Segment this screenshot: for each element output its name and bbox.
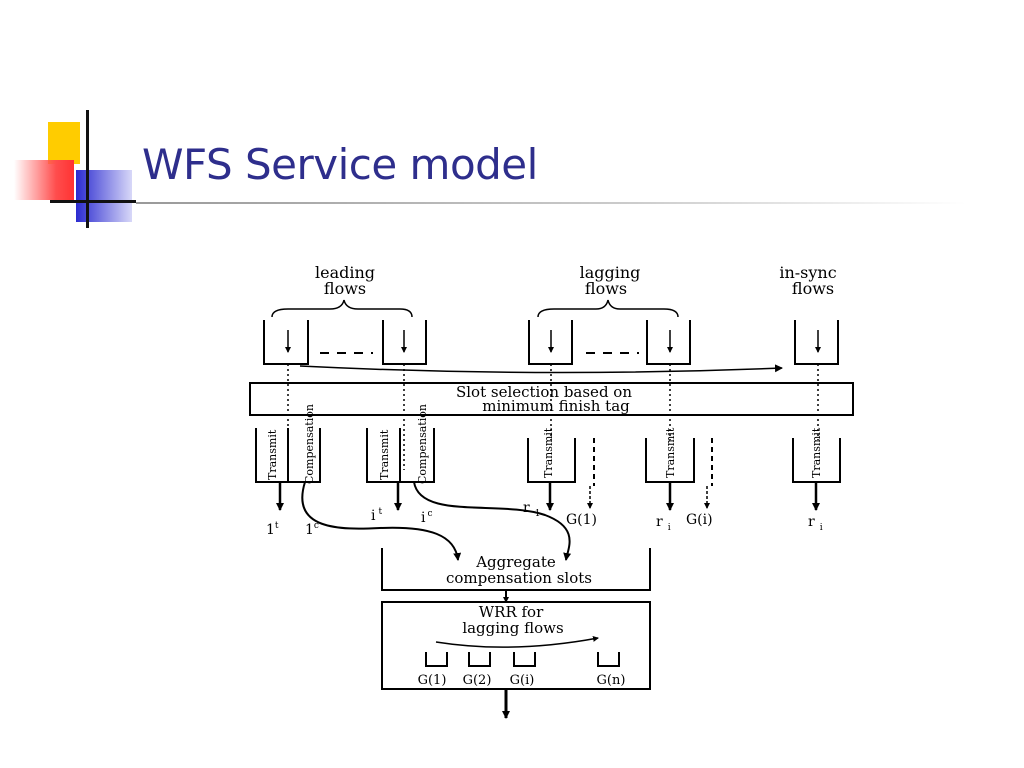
transmit-label-1: Transmit: [266, 429, 279, 480]
wrr-box: [381, 601, 651, 690]
title-underline: [136, 202, 966, 204]
wrr-queue-label-2: G(2): [463, 673, 492, 688]
label-leading-1: leading: [315, 263, 375, 282]
wrr-queue-label-4: G(n): [597, 673, 626, 688]
logo-horizontal-line: [50, 200, 136, 203]
slot-selection-text-2: minimum finish tag: [482, 397, 630, 415]
transmit-label-2: Transmit: [378, 429, 391, 480]
page-title: WFS Service model: [142, 140, 538, 189]
top-queue-arrows: [285, 330, 821, 353]
compensation-label-2: Compensation: [416, 404, 429, 484]
label-lagging-1: lagging: [580, 263, 641, 282]
logo-yellow-block: [48, 122, 80, 164]
aggregate-text-1: Aggregate: [475, 553, 556, 571]
transmit-label-5: Transmit: [810, 427, 823, 478]
out-label-g1: G(1): [566, 512, 597, 528]
logo-red-block: [14, 160, 74, 200]
leading-brace: [271, 299, 413, 318]
logo-vertical-line: [86, 110, 89, 228]
lower-queues-leading: [255, 428, 435, 483]
wrr-curve-arrow: [435, 635, 599, 648]
label-insync-2: flows: [792, 279, 834, 298]
aggregate-box: [381, 548, 651, 591]
label-insync-1: in-sync: [779, 263, 836, 282]
compensation-curves: [301, 481, 572, 561]
transmit-label-4: Transmit: [664, 427, 677, 478]
slot-selection-text-1: Slot selection based on: [456, 383, 632, 401]
out-label-1c: 1c: [305, 521, 319, 538]
out-label-gi: G(i): [686, 512, 713, 528]
wrr-text-1: WRR for: [479, 603, 544, 621]
lower-queues-lagging: [527, 438, 841, 483]
label-leading-2: flows: [324, 279, 366, 298]
compensation-label-1: Compensation: [303, 404, 316, 484]
wrr-queue-label-1: G(1): [418, 673, 447, 688]
wrr-text-2: lagging flows: [462, 619, 563, 637]
out-label-1t: 1t: [266, 521, 279, 538]
output-dashed-arrows: [587, 486, 710, 509]
lagging-brace: [537, 299, 679, 318]
label-lagging-2: flows: [585, 279, 627, 298]
lagging-dashed-bars: [593, 438, 713, 486]
wrr-queue-label-3: G(i): [510, 673, 535, 688]
aggregate-text-2: compensation slots: [446, 569, 592, 587]
transmit-label-3: Transmit: [542, 427, 555, 478]
output-arrows: [276, 482, 820, 511]
logo-blue-block: [76, 170, 132, 222]
wrr-queues: [425, 652, 620, 667]
selection-arrow: [299, 364, 783, 374]
